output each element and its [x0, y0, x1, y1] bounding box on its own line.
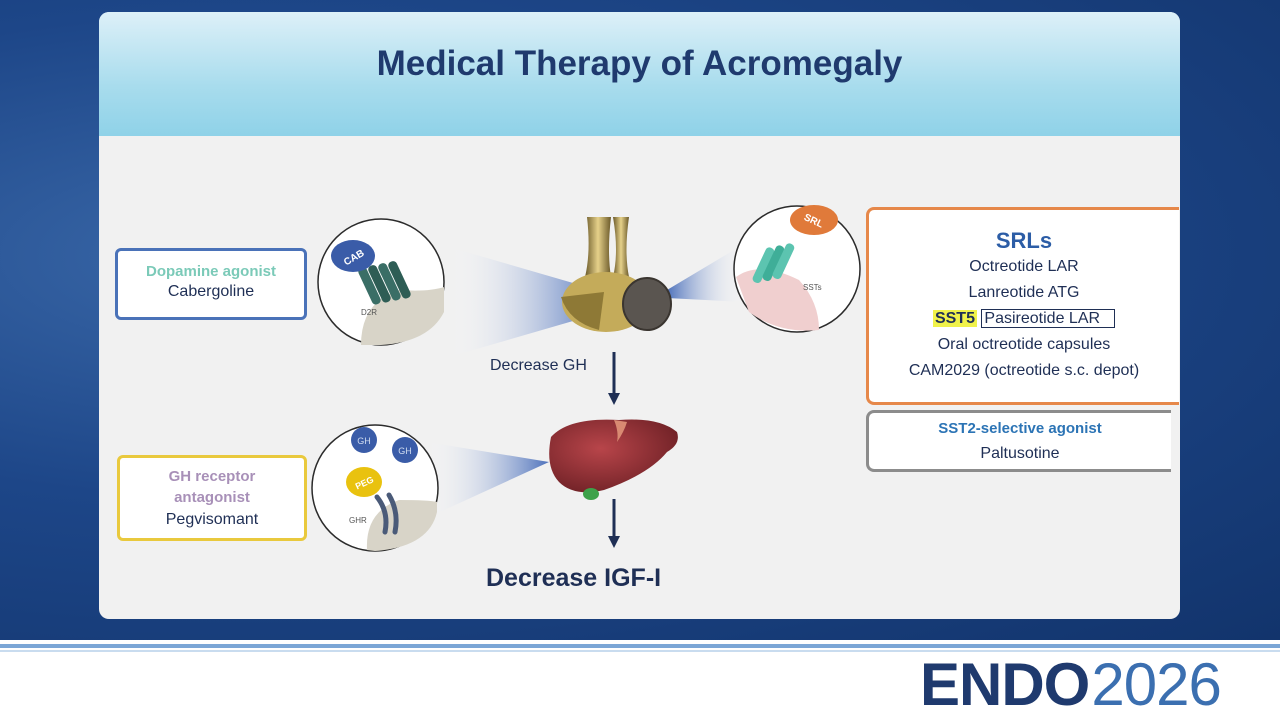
endo-logo-year: 2026	[1091, 651, 1221, 718]
ghr-receptor-icon	[374, 492, 399, 535]
gh-label-1: GH	[357, 436, 371, 446]
sst-receptor-icon	[752, 243, 795, 284]
pegvisomant-label: Pegvisomant	[165, 511, 259, 528]
cab-ligand-icon	[331, 240, 375, 272]
d2r-label: D2R	[361, 308, 377, 317]
slide-panel: Medical Therapy of Acromegaly	[99, 12, 1180, 619]
dopamine-agonist-title: Dopamine agonist	[145, 263, 276, 280]
srl-item-oral-octreotide: Oral octreotide capsules	[937, 336, 1111, 353]
srl-item-lanreotide-atg: Lanreotide ATG	[968, 284, 1080, 301]
gh-receptor-antagonist-box: GH receptor antagonist Pegvisomant	[117, 455, 307, 541]
sst2-agonist-title: SST2-selective agonist	[938, 420, 1102, 437]
decrease-igf-label: Decrease IGF-I	[486, 564, 662, 592]
cab-receptor-circle: CAB D2R	[317, 218, 445, 346]
srl-receptor-circle: SRL SSTs	[733, 205, 861, 333]
beam-dopamine	[449, 247, 604, 357]
footer-divider	[0, 644, 1280, 648]
gh-receptor-title-line2: antagonist	[174, 489, 250, 506]
srl-item-octreotide-lar: Octreotide LAR	[969, 258, 1079, 275]
endo-logo-word: ENDO	[920, 651, 1090, 718]
peg-molecule-icon	[346, 467, 382, 497]
peg-receptor-circle: GH GH PEG GHR	[311, 424, 439, 552]
gh-molecule-icon	[351, 427, 377, 453]
paltusotine-label: Paltusotine	[980, 445, 1060, 462]
endo-2026-logo: ENDO 2026	[920, 651, 1222, 718]
liver-illustration	[549, 419, 678, 500]
gh-label-2: GH	[398, 446, 412, 456]
footer-divider-thin	[0, 650, 1280, 652]
beam-peg	[427, 442, 549, 517]
slide-title: Medical Therapy of Acromegaly	[376, 44, 903, 83]
ghr-label: GHR	[349, 516, 367, 525]
beam-srl	[667, 244, 744, 302]
d2r-receptor-icon	[358, 261, 411, 305]
therapy-diagram: CAB D2R SRL SSTs GH	[311, 205, 861, 552]
srls-box: SRLs Octreotide LAR Lanreotide ATG SST5 …	[866, 207, 1179, 405]
dopamine-agonist-box: Dopamine agonist Cabergoline	[115, 248, 307, 320]
pituitary-gland	[561, 217, 672, 332]
arrow-decrease-gh	[608, 352, 620, 405]
slide-header: Medical Therapy of Acromegaly	[99, 12, 1180, 136]
sst5-highlight-tag: SST5	[932, 310, 977, 327]
decrease-gh-label: Decrease GH	[490, 357, 587, 374]
arrow-decrease-igf	[608, 499, 620, 548]
srls-title: SRLs	[995, 228, 1053, 253]
sst2-agonist-box: SST2-selective agonist Paltusotine	[866, 410, 1171, 472]
srl-ligand-icon	[790, 205, 838, 235]
srl-item-pasireotide-lar: Pasireotide LAR	[981, 309, 1116, 328]
srl-item-cam2029: CAM2029 (octreotide s.c. depot)	[908, 362, 1140, 379]
gh-receptor-title-line1: GH receptor	[168, 468, 256, 485]
ssts-label: SSTs	[803, 283, 822, 292]
footer-band	[0, 640, 1280, 720]
gh-molecule-icon	[392, 437, 418, 463]
cabergoline-label: Cabergoline	[167, 283, 255, 300]
srl-item-pasireotide-row: SST5 Pasireotide LAR	[869, 306, 1179, 332]
